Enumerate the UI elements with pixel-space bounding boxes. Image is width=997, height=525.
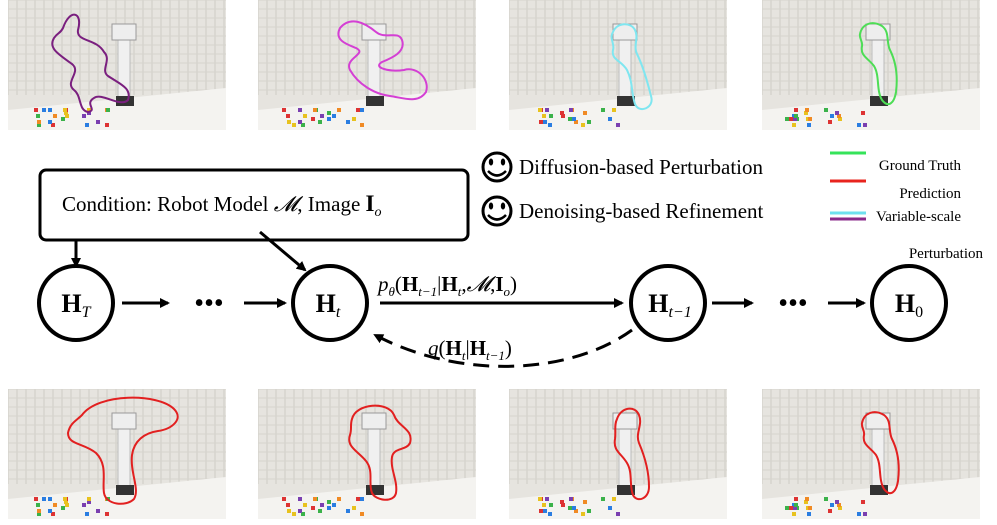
svg-text:Ht: Ht [316,289,341,321]
smiley-icon [481,151,513,183]
legend-line-label: Prediction [899,186,961,202]
contour [860,411,900,495]
legend-ground-truth: Ground Truth [830,151,962,174]
reverse-label: q(Ht|Ht−1) [428,336,512,363]
scene-svg [8,0,226,130]
scene-svg [762,0,980,130]
contour [337,20,428,101]
scene-svg [258,389,476,519]
legend-smiley-2: Denoising-based Refinement [481,195,764,227]
scene-svg [509,389,727,519]
ellipsis-right: ••• [778,288,807,319]
contour [66,396,179,505]
perturbation-image-4 [762,0,980,130]
scene-svg [8,389,226,519]
refinement-image-2 [258,389,476,519]
scene-svg [509,0,727,130]
scene-svg [258,0,476,130]
contour [858,22,898,106]
node-h-t-minus-1: Ht−1 [629,264,707,342]
svg-text:H0: H0 [895,289,923,321]
perturbation-image-3 [509,0,727,130]
legend-variable-scale: Variable-scale Perturbation [830,209,983,262]
contour [610,23,653,111]
smiley-icon [481,195,513,227]
perturbation-image-1 [8,0,226,130]
forward-label: pθ(Ht−1|Ht,𝓜,Io) [376,272,517,299]
node-h-0: H0 [870,264,948,342]
perturbation-image-2 [258,0,476,130]
scene-svg [762,389,980,519]
legend-line-label: Ground Truth [879,158,962,174]
node-h-t: Ht [291,264,369,342]
condition-arrow-to-h-t [259,230,307,272]
contour [51,13,130,114]
refinement-image-4 [762,389,980,519]
reverse-dashed-arrow [373,328,633,368]
condition-box: Condition: Robot Model 𝓜, Image Io [38,168,470,242]
refinement-image-3 [509,389,727,519]
condition-text: Condition: Robot Model 𝓜, Image Io [62,191,381,220]
legend-smiley-label: Diffusion-based Perturbation [519,155,763,179]
legend-prediction: Prediction [830,179,961,202]
svg-text:Ht−1: Ht−1 [648,289,691,321]
svg-text:HT: HT [61,289,91,321]
legend-smiley-label: Denoising-based Refinement [519,199,764,223]
contour [348,404,412,501]
refinement-image-1 [8,389,226,519]
legend-line-label: Perturbation [909,246,984,262]
legend-line-label: Variable-scale [876,209,961,225]
node-h-T: HT [37,264,115,342]
legend-smiley-1: Diffusion-based Perturbation [481,151,763,183]
contour [613,407,651,501]
ellipsis-left: ••• [194,288,223,319]
